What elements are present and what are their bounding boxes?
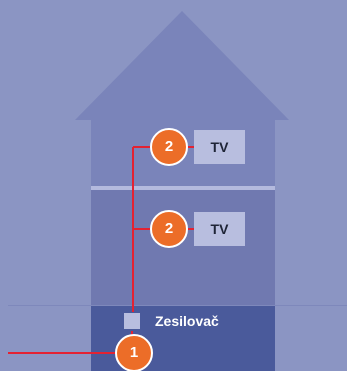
badge-tv-lower: 2 [150, 210, 188, 248]
amplifier-box [124, 313, 140, 329]
badge-tv-upper: 2 [150, 128, 188, 166]
tv-upper-box: TV [194, 130, 245, 164]
badge-input: 1 [115, 334, 153, 371]
house-roof [75, 11, 289, 120]
tv-lower-box: TV [194, 212, 245, 246]
house-lower-floor [91, 190, 275, 306]
floor-divider [91, 186, 275, 190]
amplifier-label: Zesilovač [155, 313, 219, 329]
ground-line [8, 305, 347, 306]
